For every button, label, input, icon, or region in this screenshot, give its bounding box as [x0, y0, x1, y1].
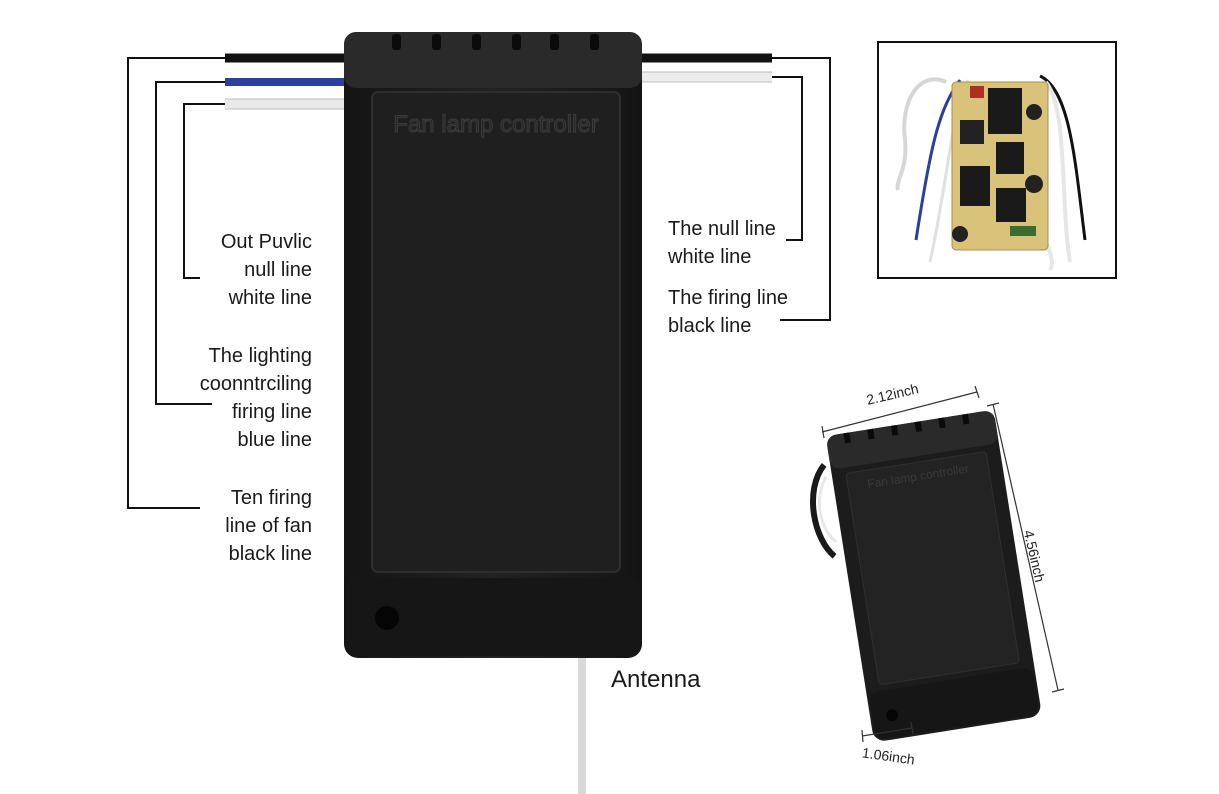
led-indicator — [375, 606, 399, 630]
device-label: Fan lamp controller — [393, 111, 598, 138]
dimension-lines — [821, 385, 1065, 743]
fan-lamp-controller: Fan lamp controller — [344, 32, 642, 658]
leader-blue-left — [155, 81, 225, 405]
label-blue-line-left: The lighting coonntrciling firing line b… — [199, 345, 312, 451]
label-black-line-left: Ten firing line of fan black line — [225, 487, 312, 565]
device-dimension-view: Fan lamp controller — [810, 411, 1041, 741]
leader-white-left — [183, 103, 225, 279]
label-white-line-left: Out Puvlic null line white line — [220, 231, 312, 309]
label-firing-line-right: The firing line black line — [668, 287, 789, 337]
pcb-inset — [877, 41, 1117, 279]
label-null-line-right: The null line white line — [668, 218, 776, 268]
antenna-label: Antenna — [611, 666, 701, 693]
leader-black-right — [772, 57, 831, 321]
leader-white-right — [772, 76, 803, 241]
leader-black-left — [127, 57, 225, 509]
